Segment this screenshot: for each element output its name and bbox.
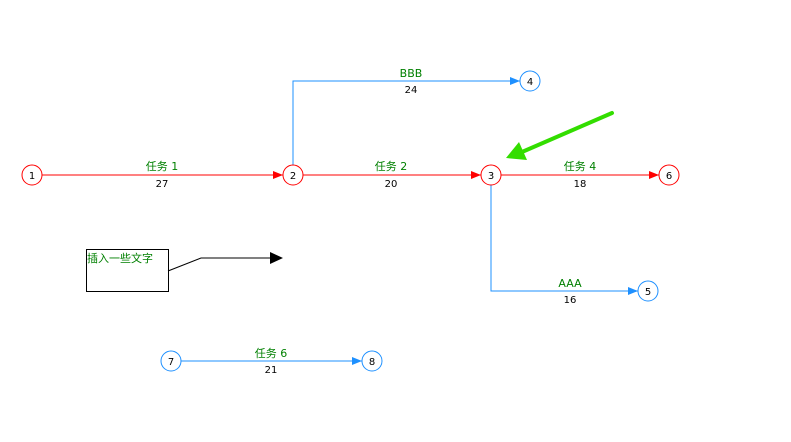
edge-task-4[interactable]: 任务 4 18 bbox=[501, 160, 659, 190]
node-6-label: 6 bbox=[666, 171, 672, 182]
node-2-label: 2 bbox=[290, 171, 296, 182]
callout-arrow-icon[interactable] bbox=[167, 252, 283, 272]
node-6[interactable]: 6 bbox=[658, 164, 680, 186]
task-6-duration: 21 bbox=[265, 365, 278, 376]
task-1-duration: 27 bbox=[156, 179, 169, 190]
node-8[interactable]: 8 bbox=[361, 350, 383, 372]
note-text: 插入一些文字 bbox=[87, 251, 153, 265]
task-aaa-duration: 16 bbox=[564, 295, 577, 306]
task-4-duration: 18 bbox=[574, 179, 587, 190]
node-5-label: 5 bbox=[645, 287, 651, 298]
edge-task-2[interactable]: 任务 2 20 bbox=[303, 160, 481, 190]
task-2-name: 任务 2 bbox=[375, 160, 408, 173]
task-bbb-duration: 24 bbox=[405, 85, 418, 96]
edge-task-1[interactable]: 任务 1 27 bbox=[42, 160, 283, 190]
edge-bbb[interactable]: BBB 24 bbox=[292, 67, 520, 165]
node-5[interactable]: 5 bbox=[637, 280, 659, 302]
task-2-duration: 20 bbox=[385, 179, 398, 190]
node-4-label: 4 bbox=[527, 77, 533, 88]
node-1-label: 1 bbox=[29, 171, 35, 182]
node-2[interactable]: 2 bbox=[282, 164, 304, 186]
task-6-name: 任务 6 bbox=[255, 347, 288, 360]
task-bbb-name: BBB bbox=[400, 67, 423, 80]
node-7-label: 7 bbox=[168, 357, 174, 368]
node-1[interactable]: 1 bbox=[21, 164, 43, 186]
node-7[interactable]: 7 bbox=[160, 350, 182, 372]
task-aaa-name: AAA bbox=[558, 277, 582, 290]
task-1-name: 任务 1 bbox=[146, 160, 179, 173]
edge-task-6[interactable]: 任务 6 21 bbox=[181, 347, 362, 376]
node-3[interactable]: 3 bbox=[480, 164, 502, 186]
edge-aaa[interactable]: AAA 16 bbox=[490, 185, 638, 306]
green-pointer-arrow-icon[interactable] bbox=[506, 111, 614, 160]
node-3-label: 3 bbox=[488, 171, 494, 182]
text-note[interactable]: 插入一些文字 bbox=[86, 249, 169, 292]
task-4-name: 任务 4 bbox=[564, 160, 597, 173]
node-8-label: 8 bbox=[369, 357, 375, 368]
node-4[interactable]: 4 bbox=[519, 70, 541, 92]
